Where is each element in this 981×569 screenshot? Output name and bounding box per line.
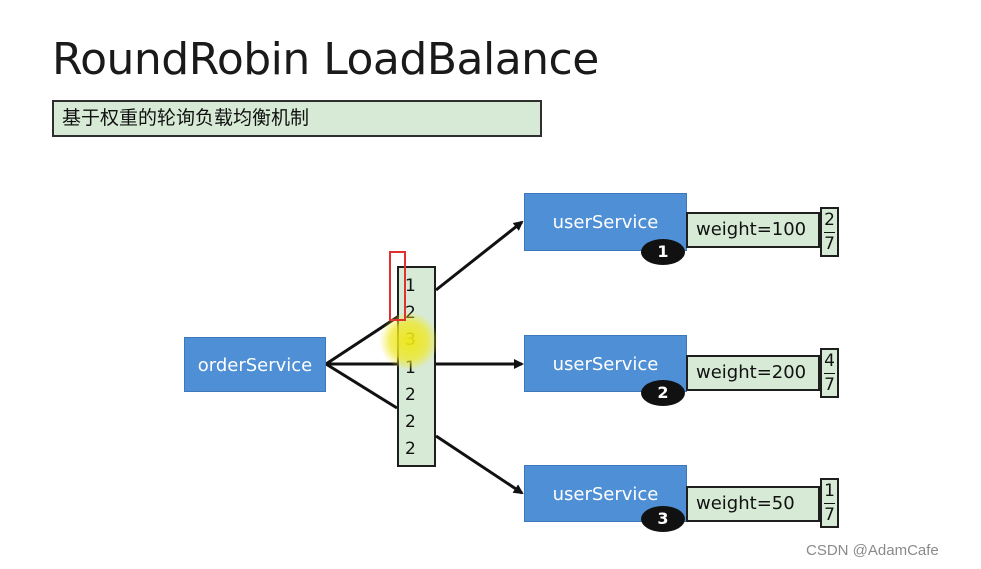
cursor-highlight	[379, 313, 439, 369]
fraction-bar	[824, 503, 835, 504]
arrow-to-userservice-1	[435, 220, 524, 292]
ratio-fraction-3: 1 7	[820, 478, 839, 528]
fraction-bar	[824, 373, 835, 374]
arrow-order-to-seq-bottom	[325, 362, 398, 410]
weight-box-1: weight=100	[686, 212, 820, 248]
ratio-denominator: 7	[824, 375, 835, 395]
watermark: CSDN @AdamCafe	[806, 542, 939, 559]
sequence-item: 2	[405, 439, 416, 459]
ratio-denominator: 7	[824, 234, 835, 254]
ratio-fraction-2: 4 7	[820, 348, 839, 398]
page-title: RoundRobin LoadBalance	[52, 34, 599, 85]
server-number-badge-3: 3	[641, 506, 685, 532]
ratio-numerator: 4	[824, 351, 835, 371]
order-service-box: orderService	[184, 337, 326, 392]
server-number-badge-1: 1	[641, 239, 685, 265]
ratio-numerator: 2	[824, 210, 835, 230]
sequence-item: 2	[405, 412, 416, 432]
current-position-marker	[389, 251, 406, 321]
ratio-denominator: 7	[824, 505, 835, 525]
sequence-item: 1	[405, 276, 416, 296]
ratio-fraction-1: 2 7	[820, 207, 839, 257]
sequence-item: 2	[405, 385, 416, 405]
weight-box-2: weight=200	[686, 355, 820, 391]
weight-box-3: weight=50	[686, 486, 820, 522]
fraction-bar	[824, 232, 835, 233]
arrow-to-userservice-3	[435, 434, 524, 495]
ratio-numerator: 1	[824, 481, 835, 501]
subtitle-box: 基于权重的轮询负载均衡机制	[52, 100, 542, 137]
server-number-badge-2: 2	[641, 380, 685, 406]
